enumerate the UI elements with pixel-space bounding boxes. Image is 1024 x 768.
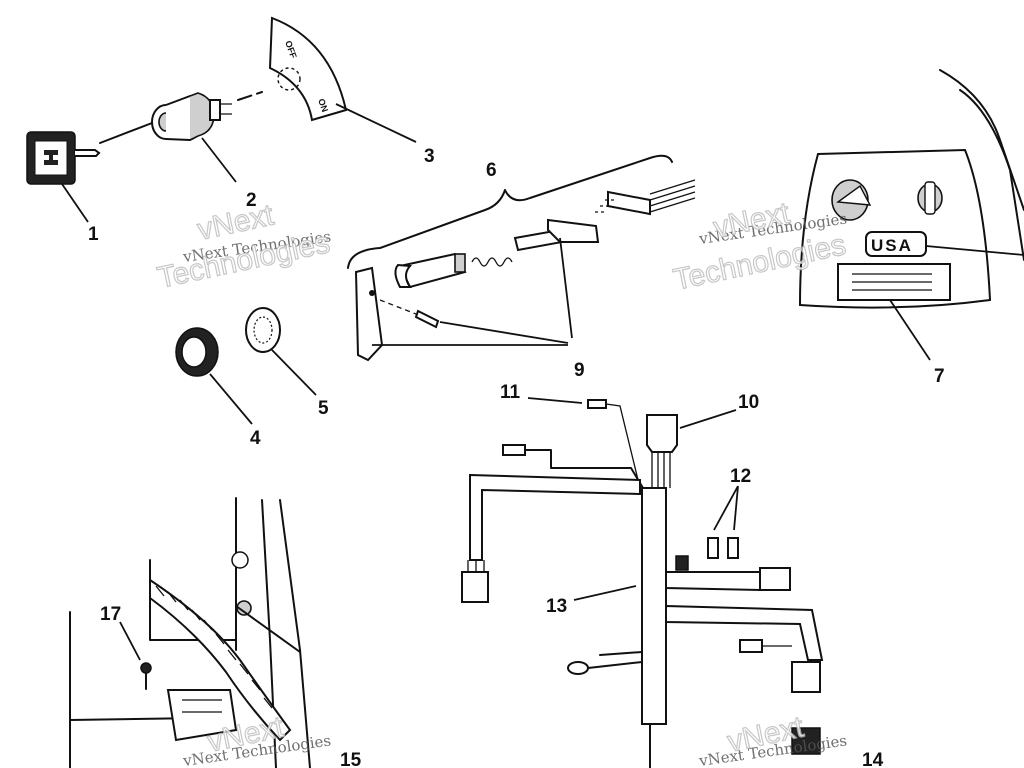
callout-6: 6 bbox=[486, 160, 497, 181]
ignition-switch-part bbox=[151, 91, 263, 142]
callout-9: 9 bbox=[574, 360, 585, 381]
callout-13: 13 bbox=[546, 596, 567, 617]
callout-5: 5 bbox=[318, 398, 329, 419]
off-on-plate-part: OFF ON bbox=[268, 16, 348, 122]
wire-harness-part bbox=[461, 397, 824, 768]
nut-part bbox=[175, 327, 219, 377]
dash-panel-part: USA bbox=[798, 69, 1024, 361]
callout-1: 1 bbox=[88, 224, 99, 245]
callout-12: 12 bbox=[730, 466, 751, 487]
callout-15: 15 bbox=[340, 750, 362, 768]
key-part bbox=[26, 122, 153, 185]
callout-11: 11 bbox=[500, 382, 521, 403]
on-label: ON bbox=[316, 97, 330, 113]
switch-assembly-part bbox=[347, 154, 696, 362]
leader-lines bbox=[61, 103, 417, 425]
washer-part bbox=[245, 307, 281, 353]
callout-2: 2 bbox=[246, 190, 257, 211]
callout-17: 17 bbox=[100, 604, 121, 625]
callout-10: 10 bbox=[738, 392, 759, 413]
callout-3: 3 bbox=[424, 146, 435, 167]
callout-7: 7 bbox=[934, 366, 945, 387]
callout-14: 14 bbox=[862, 750, 884, 768]
frame-part bbox=[69, 497, 311, 768]
usa-decal-text: USA bbox=[871, 236, 913, 255]
callouts: 1 2 3 4 5 6 7 9 10 11 12 13 14 15 17 bbox=[88, 146, 945, 768]
callout-4: 4 bbox=[250, 428, 261, 449]
